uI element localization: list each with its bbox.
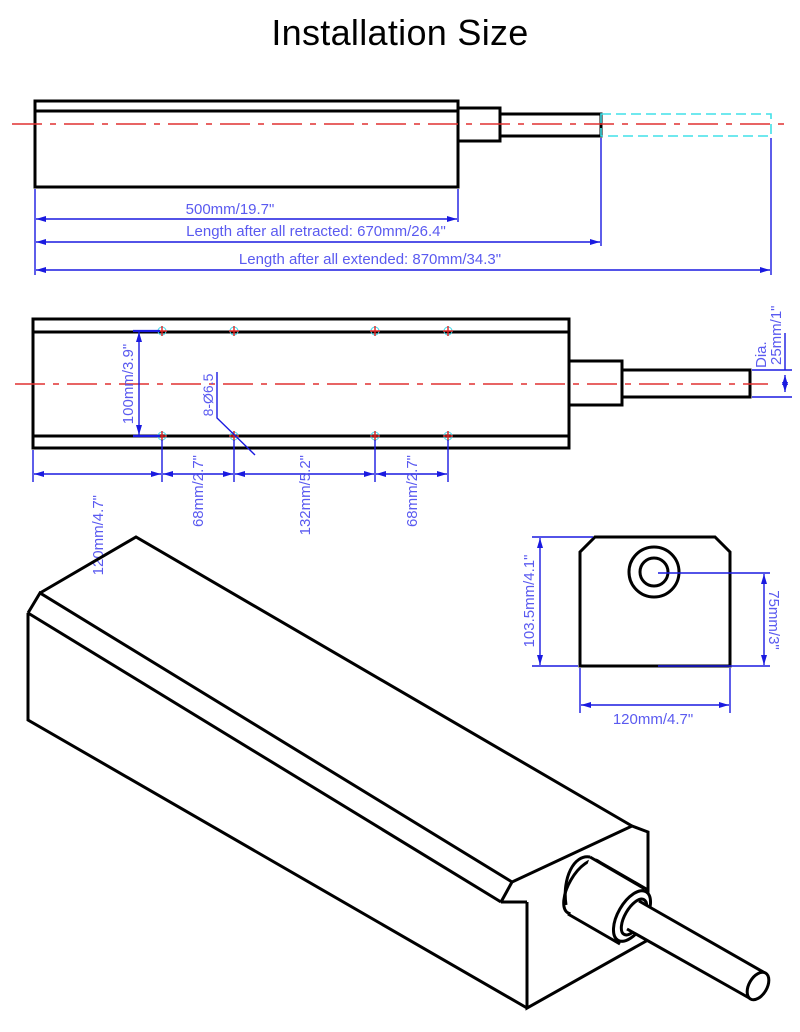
hole-spec: 8-Ø6.5: [200, 373, 216, 416]
mounting-hole: [229, 326, 239, 336]
dim-hole-spacing-4: 68mm/2.7": [404, 455, 421, 527]
side-view: 500mm/19.7" Length after all retracted: …: [12, 99, 785, 275]
end-profile: [578, 535, 732, 668]
dim-rail-spacing: 100mm/3.9": [120, 344, 137, 424]
rod-collar-circle: [627, 545, 681, 599]
iso-rod-end: [745, 970, 771, 1002]
mounting-hole: [370, 326, 380, 336]
mounting-holes: [157, 326, 453, 441]
dim-hole-spacing-3: 132mm/5.2": [297, 455, 314, 535]
iso-rod-top: [638, 899, 766, 975]
iso-bottom-edge: [26, 613, 528, 1010]
mounting-hole: [370, 431, 380, 441]
mounting-hole: [229, 431, 239, 441]
dim-body-length: 500mm/19.7": [186, 201, 275, 218]
iso-rod-bottom: [626, 927, 752, 1001]
hole-callout-leader: [216, 372, 256, 456]
dim-end-width: 120mm/4.7": [613, 711, 693, 728]
dim-end-height: 103.5mm/4.1": [521, 555, 538, 648]
dim-extended-length: Length after all extended: 870mm/34.3": [239, 251, 501, 268]
rod-retracted-side: [498, 112, 603, 138]
dim-rod-center-height: 75mm/3": [765, 590, 782, 650]
isometric-view: [26, 535, 771, 1011]
iso-top-back-edge: [39, 535, 633, 828]
rod-extended-ghost: [600, 113, 772, 137]
rod-circle: [638, 556, 670, 588]
iso-chamfer-edge: [26, 590, 513, 884]
iso-end-face: [499, 824, 650, 1011]
top-view: 100mm/3.9" 8-Ø6.5 120mm/4.7" 68mm/2.7" 1…: [15, 305, 792, 575]
rod-dia-label: Dia.: [753, 341, 770, 368]
rod-collar-top: [567, 359, 624, 407]
dim-hole-spacing-2: 68mm/2.7": [190, 455, 207, 527]
dim-retracted-length: Length after all retracted: 670mm/26.4": [186, 223, 446, 240]
page-title: Installation Size: [271, 12, 529, 53]
actuator-body-side: [33, 99, 460, 189]
rod-dia-value: 25mm/1": [768, 305, 785, 365]
end-view: 103.5mm/4.1" 75mm/3" 120mm/4.7": [521, 535, 782, 728]
mounting-hole: [443, 431, 453, 441]
mounting-hole: [443, 326, 453, 336]
iso-side-top-edge: [27, 611, 502, 904]
